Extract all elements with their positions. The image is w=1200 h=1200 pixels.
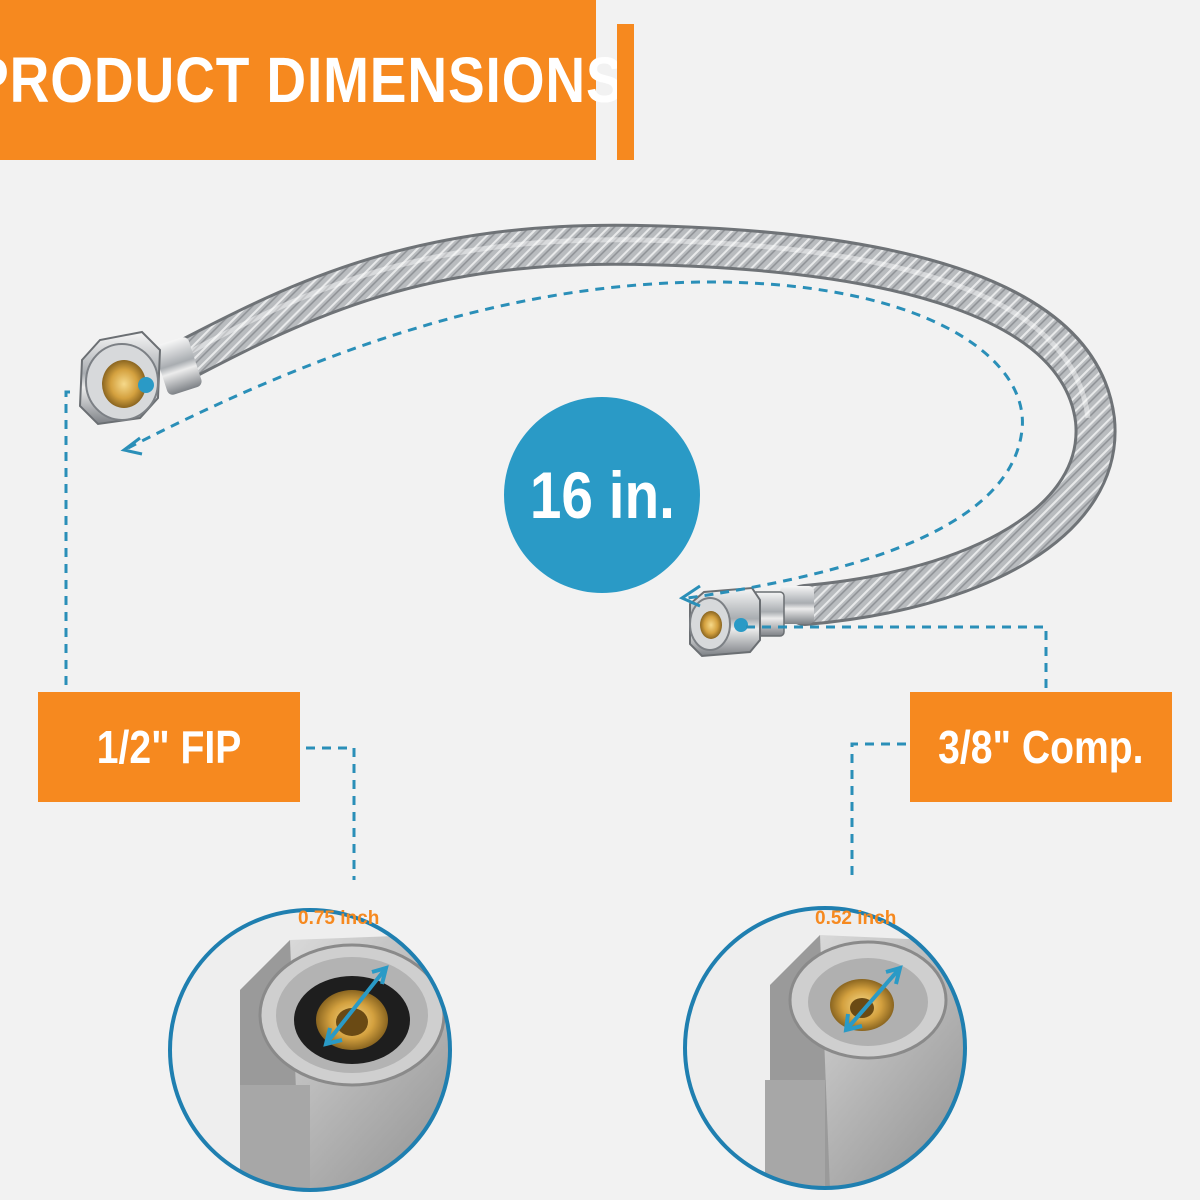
right-connector-label-box: 3/8" Comp. — [910, 692, 1172, 802]
left-connector-label-box: 1/2" FIP — [38, 692, 300, 802]
title-banner: PRODUCT DIMENSIONS — [0, 0, 623, 160]
length-badge: 16 in. — [504, 397, 700, 593]
left-fitting — [78, 330, 202, 426]
leader-lines — [64, 390, 1048, 880]
left-connector-label: 1/2" FIP — [96, 721, 242, 773]
left-measurement: 0.75 inch — [298, 908, 380, 929]
length-arc — [120, 280, 1024, 608]
right-nut-closeup — [683, 906, 967, 1190]
page-title: PRODUCT DIMENSIONS — [0, 44, 624, 116]
right-measurement: 0.52 inch — [815, 908, 897, 929]
length-value: 16 in. — [529, 458, 675, 532]
right-connector-label: 3/8" Comp. — [938, 721, 1144, 773]
left-nut-closeup — [168, 908, 452, 1192]
braided-hose — [164, 223, 1117, 626]
title-accent-bar — [617, 24, 634, 160]
right-fitting — [689, 586, 814, 658]
